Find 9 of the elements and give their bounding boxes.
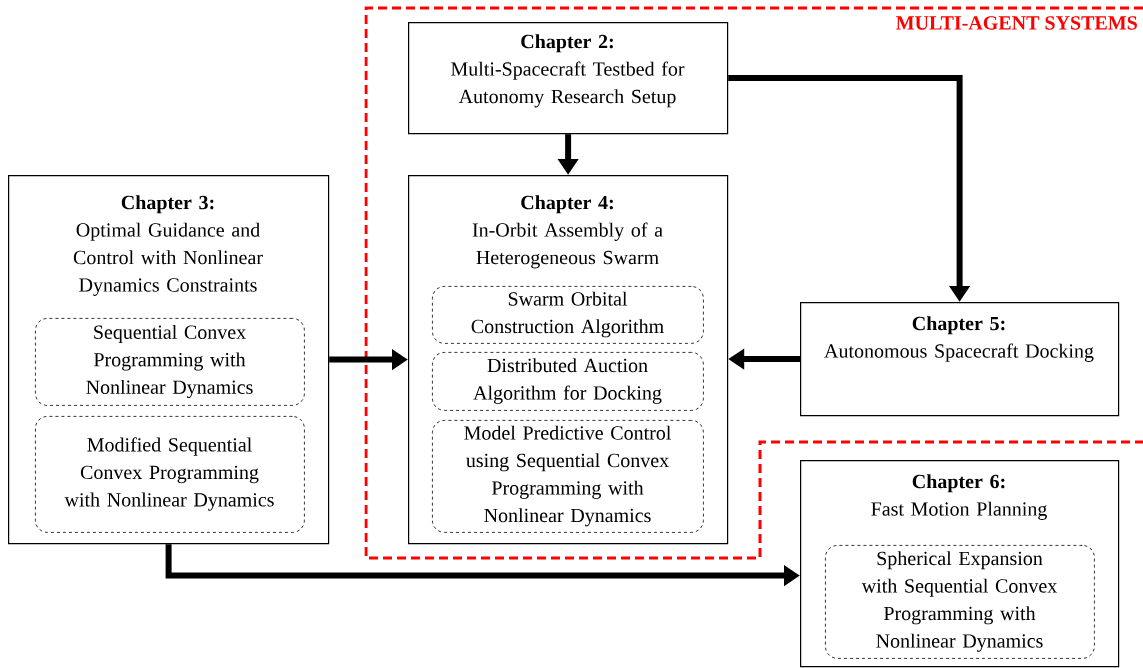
method-box: Swarm Orbital Construction Algorithm <box>432 286 704 344</box>
method-box: Sequential Convex Programming with Nonlinear Dynamics <box>35 318 305 406</box>
region-title: MULTI-AGENT SYSTEMS <box>896 16 1137 30</box>
method-box: Modified Sequential Convex Programming with Nonlinear Dynamics <box>35 416 305 533</box>
method-box: Spherical Expansion with Sequential Convex Programming with Nonlinear Dynamics <box>825 545 1095 659</box>
method-box: Model Predictive Control using Sequential Convex Programming with Nonlinear Dynamics <box>432 420 704 533</box>
chapter-box: Chapter 5: Autonomous Spacecraft Docking <box>800 302 1120 417</box>
chapter-box: Chapter 2: Multi-Spacecraft Testbed for Autonomy Research Setup <box>408 22 729 135</box>
method-box: Distributed Auction Algorithm for Docking <box>432 352 704 411</box>
